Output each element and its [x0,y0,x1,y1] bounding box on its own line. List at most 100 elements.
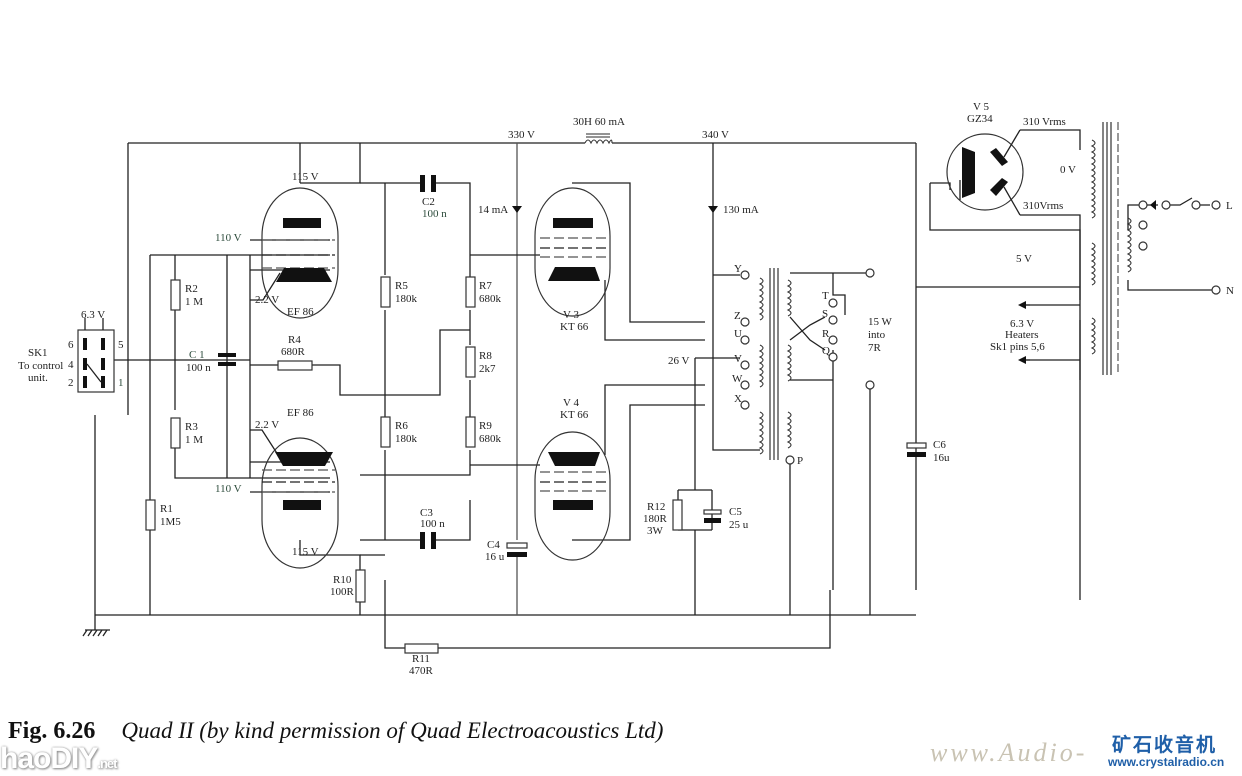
tap-v: V [734,353,742,365]
r12-ref: R12 [647,501,665,513]
output-rating-3: 7R [868,342,882,354]
label-5v: 5 V [1016,253,1032,265]
resistor-r10: R10 100R [330,569,366,603]
r2-value: 1 M [185,296,203,308]
watermark-haodiy-text: haoDIY [0,742,98,775]
c3-value: 100 n [420,518,445,530]
output-rating-1: 15 W [868,316,893,328]
r9-value: 680k [479,433,502,445]
sk1-ref: SK1 [28,347,48,359]
v4-type: KT 66 [560,409,589,421]
choke-inductor: 30H 60 mA [573,116,625,145]
watermark-audio: www.Audio- [930,738,1088,767]
resistor-r2: R2 1 M [170,279,203,311]
resistor-r5: R5 180k [380,276,418,308]
r6-ref: R6 [395,420,408,432]
c6-value: 16u [933,452,950,464]
r4-ref: R4 [288,334,301,346]
capacitor-c6: C6 16u [906,439,950,464]
label-110v-bottom: 110 V [215,483,242,495]
c2-value: 100 n [422,208,447,220]
tube2-type: EF 86 [287,407,314,419]
v5-type: GZ34 [967,113,993,125]
sk1-connector: 6.3 V 6 5 4 2 1 SK1 To control unit. [18,309,124,393]
tap-s: S [822,308,828,320]
c4-ref: C4 [487,539,500,551]
sk1-pin-4: 4 [68,359,74,371]
sk1-voltage: 6.3 V [81,309,105,321]
heaters-pins: Sk1 pins 5,6 [990,341,1045,353]
sk1-desc-1: To control [18,360,63,372]
r7-ref: R7 [479,280,492,292]
r1-ref: R1 [160,503,173,515]
r5-ref: R5 [395,280,408,292]
tap-t: T [822,290,829,302]
resistor-r4: R4 680R [277,334,313,371]
ground-icon [82,629,110,637]
sk1-pin-2: 2 [68,377,74,389]
quad-ii-schematic: 6.3 V 6 5 4 2 1 SK1 To control unit. R1 … [18,101,1234,677]
r11-ref: R11 [412,653,430,665]
figure-number: Fig. 6.26 [8,718,96,744]
tap-x: X [734,393,742,405]
r6-value: 180k [395,433,418,445]
capacitor-c2: C2 100 n [420,175,447,220]
tube1-type: EF 86 [287,306,314,318]
label-115v-bottom: 115 V [292,546,319,558]
resistor-r3: R3 1 M [170,417,203,449]
sk1-pin-5: 5 [118,339,124,351]
resistor-r11: R11 470R [404,643,439,677]
current-arrow-icon [708,206,718,213]
sk1-desc-2: unit. [28,372,48,384]
capacitor-c3: C3 100 n [420,507,445,549]
tap-y: Y [734,263,742,275]
label-2v2-top: 2.2 V [255,294,279,306]
c4-value: 16 u [485,551,505,563]
c6-ref: C6 [933,439,946,451]
wiring [94,129,1212,649]
v4-ref: V 4 [563,397,579,409]
resistor-r8: R8 2k7 [465,346,496,378]
c1-value: 100 n [186,362,211,374]
tap-q: Q [822,345,830,357]
label-115v-top: 115 V [292,171,319,183]
label-130ma: 130 mA [723,204,759,216]
ot-terminals: Y Z U V W X T S R Q P 15 W into 7R [732,263,893,467]
tube-v5-gz34: V 5 GZ34 [946,101,1024,216]
figure-title: Quad II (by kind permission of Quad Elec… [121,718,664,743]
label-340v: 340 V [702,129,729,141]
r10-ref: R10 [333,574,352,586]
watermark-crystal-url: www.crystalradio.cn [1108,755,1225,769]
tube-v4-kt66: V 4 KT 66 [534,397,611,561]
output-rating-2: into [868,329,886,341]
watermark-haodiy-suffix: .net [97,756,117,771]
choke-label: 30H 60 mA [573,116,625,128]
r4-value: 680R [281,346,306,358]
sk1-pin-1: 1 [118,377,124,389]
label-310vrms-bottom: 310Vrms [1023,200,1063,212]
v5-ref: V 5 [973,101,989,113]
label-310vrms-top: 310 Vrms [1023,116,1066,128]
heaters-label: Heaters [1005,329,1039,341]
r12-value: 180R [643,513,668,525]
resistor-r7: R7 680k [465,276,502,308]
heater-arrow-icon [1018,301,1026,309]
r5-value: 180k [395,293,418,305]
r3-value: 1 M [185,434,203,446]
annotations: 115 V 110 V 2.2 V 2.2 V 110 V 115 V 330 … [215,116,1076,558]
heater-outputs: 6.3 V Heaters Sk1 pins 5,6 [990,301,1045,364]
label-110v-top: 110 V [215,232,242,244]
r12-rating: 3W [647,525,664,537]
c1-ref: C 1 [189,349,205,361]
c5-ref: C5 [729,506,742,518]
mains-neutral-label: N [1226,285,1234,297]
capacitor-c1: C 1 100 n [186,349,236,374]
r9-ref: R9 [479,420,492,432]
r7-value: 680k [479,293,502,305]
watermark-haodiy: haoDIY.net [0,742,117,776]
heater-arrow-icon [1018,356,1026,364]
r1-value: 1M5 [160,516,181,528]
v3-type: KT 66 [560,321,589,333]
output-transformer [758,268,826,460]
resistor-r6: R6 180k [380,416,418,448]
